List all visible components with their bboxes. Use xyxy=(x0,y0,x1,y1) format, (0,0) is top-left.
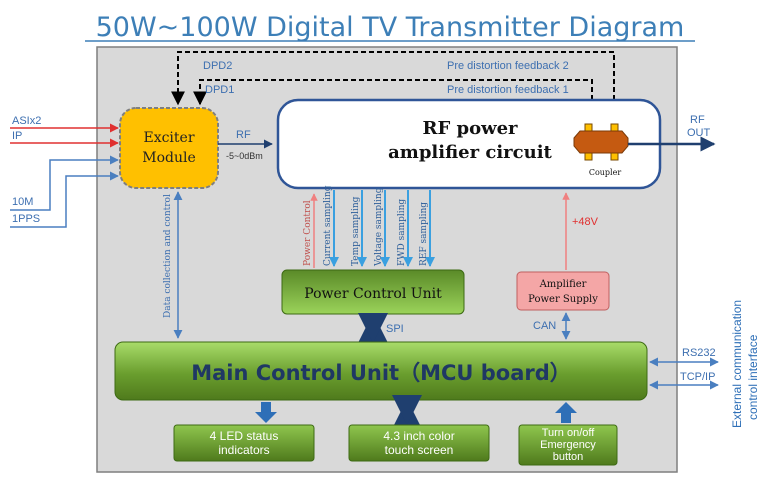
button-up-arrow xyxy=(555,402,577,423)
rf-link-level: -5~0dBm xyxy=(226,151,263,161)
sampling-label-5: REF sampling xyxy=(419,202,429,266)
coupler-body xyxy=(573,130,629,154)
rf-out-label-1: RF xyxy=(690,114,705,126)
exciter-label-2: Module xyxy=(142,150,196,166)
emergency-button xyxy=(518,424,618,466)
pa-label-1: RF power xyxy=(422,118,518,139)
supply-label-1: Amplifier xyxy=(539,279,587,290)
button-label-3: button xyxy=(553,451,584,463)
rs232-label: RS232 xyxy=(682,347,716,359)
pa-label-2: amplifier circuit xyxy=(388,142,552,163)
input-10m-line xyxy=(10,155,119,211)
external-interface-label-1: External communication xyxy=(730,300,744,428)
voltage-label: +48V xyxy=(572,216,599,228)
led-label-1: 4 LED status xyxy=(210,429,279,443)
rf-link-label: RF xyxy=(236,129,251,141)
main-control-unit xyxy=(114,341,648,401)
led-label-2: indicators xyxy=(218,443,269,457)
dpd1-feedback-line xyxy=(193,79,593,124)
input-1pps-line xyxy=(10,171,119,228)
sampling-label-1: Current sampling xyxy=(323,185,333,266)
diagram-title: 50W~100W Digital TV Transmitter Diagram xyxy=(96,12,685,43)
led-indicators xyxy=(173,424,315,462)
exciter-module xyxy=(119,107,219,189)
input-1pps-label: 1PPS xyxy=(12,213,40,225)
input-10m-label: 10M xyxy=(12,196,33,208)
led-down-arrow xyxy=(255,402,277,423)
rf-out-label-2: OUT xyxy=(687,127,711,139)
sampling-label-0: Power Control xyxy=(303,200,313,266)
screen-label-1: 4.3 inch color xyxy=(383,429,454,443)
dpd2-label: DPD2 xyxy=(203,60,232,72)
coupler-label: Coupler xyxy=(589,168,622,177)
dpd2-feedback-line xyxy=(171,51,615,124)
external-interface-label-2: control interface xyxy=(746,334,760,420)
input-asi-label: ASIx2 xyxy=(12,115,41,127)
pre-distortion-2-label: Pre distortion feedback 2 xyxy=(447,60,569,72)
can-label: CAN xyxy=(533,320,556,332)
mcu-label: Main Control Unit（MCU board） xyxy=(191,361,571,385)
pre-distortion-1-label: Pre distortion feedback 1 xyxy=(447,84,569,96)
sampling-signals: Power Control Current sampling Temp sampli… xyxy=(303,185,435,268)
sampling-label-2: Temp sampling xyxy=(351,196,361,266)
button-label-1: Turn on/off xyxy=(542,427,596,439)
amplifier-power-supply xyxy=(516,271,610,311)
touch-screen xyxy=(348,424,490,462)
supply-label-2: Power Supply xyxy=(528,294,598,305)
exciter-label-1: Exciter xyxy=(143,130,194,146)
sampling-label-4: FWD sampling xyxy=(397,199,407,266)
button-label-2: Emergency xyxy=(540,439,596,451)
data-collection-label: Data collection and control xyxy=(163,194,173,318)
pcu-label: Power Control Unit xyxy=(304,286,442,302)
sampling-label-3: Voltage sampling xyxy=(374,187,384,267)
screen-label-2: touch screen xyxy=(385,443,454,457)
dpd1-label: DPD1 xyxy=(205,84,234,96)
tcpip-label: TCP/IP xyxy=(680,371,715,383)
spi-label: SPI xyxy=(386,323,404,335)
input-ip-label: IP xyxy=(12,130,22,142)
